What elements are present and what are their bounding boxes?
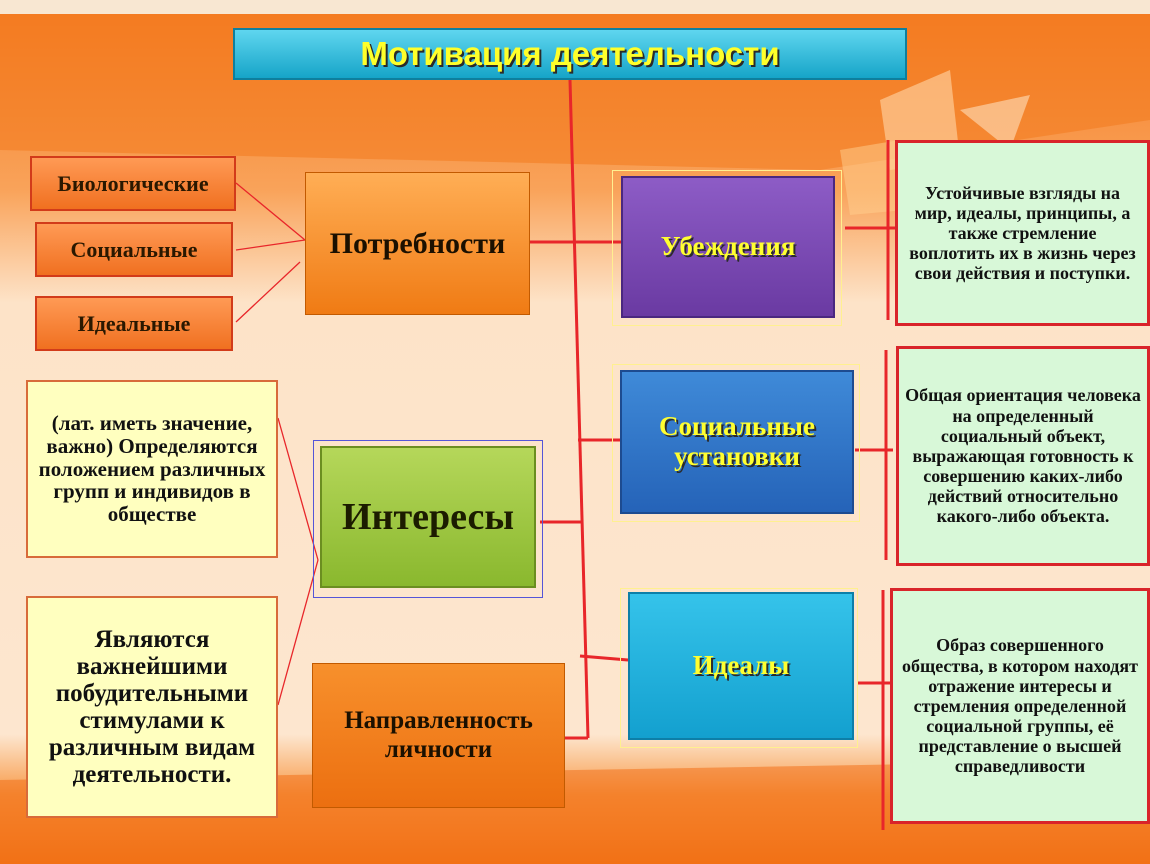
interests-frame [313, 440, 543, 598]
social-attitudes-box: Социальные установки [620, 370, 854, 514]
ideals-box: Идеалы [628, 592, 854, 740]
need-type-biological: Биологические [30, 156, 236, 211]
beliefs-box: Убеждения [621, 176, 835, 318]
need-type-ideal: Идеальные [35, 296, 233, 351]
attitudes-frame [612, 364, 860, 522]
need-type-social: Социальные [35, 222, 233, 277]
beliefs-definition: Устойчивые взгляды на мир, идеалы, принц… [895, 140, 1150, 326]
orientation-box: Направленность личности [312, 663, 565, 808]
social-attitudes-definition: Общая ориентация человека на определенны… [896, 346, 1150, 566]
interests-note-role: Являются важнейшими побудительными стиму… [26, 596, 278, 818]
interests-box: Интересы [320, 446, 536, 588]
ideals-frame [620, 588, 858, 748]
beliefs-frame [612, 170, 842, 326]
interests-note-definition: (лат. иметь значение, важно) Определяютс… [26, 380, 278, 558]
diagram-title: Мотивация деятельности [233, 28, 907, 80]
ideals-definition: Образ совершенного общества, в котором н… [890, 588, 1150, 824]
needs-box: Потребности [305, 172, 530, 315]
